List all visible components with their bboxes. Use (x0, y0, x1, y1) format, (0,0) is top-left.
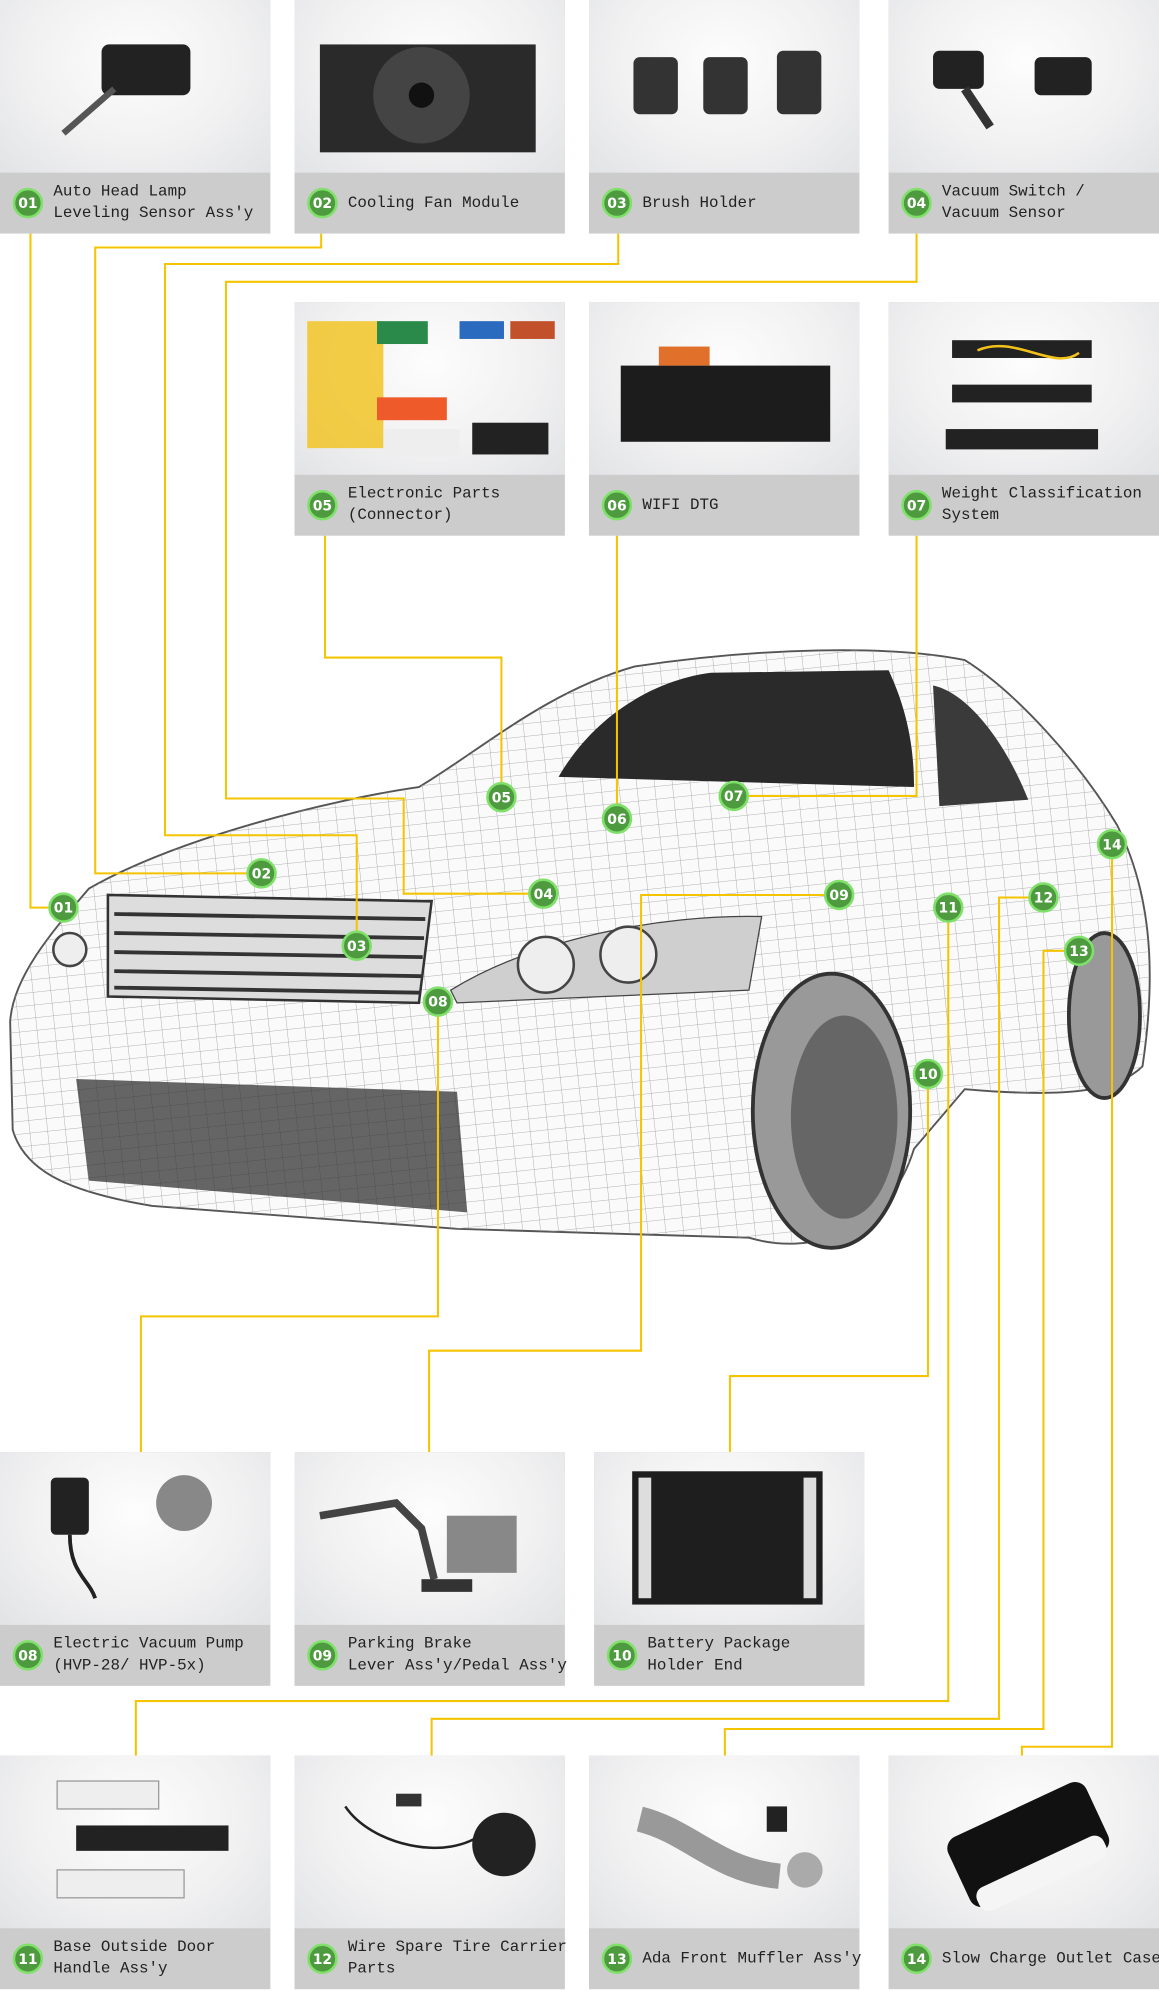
marker-10[interactable]: 10 (912, 1058, 944, 1090)
product-label: 14 Slow Charge Outlet Case (889, 1928, 1159, 1989)
product-card-01[interactable]: 01 Auto Head Lamp Leveling Sensor Ass'y (0, 0, 271, 234)
number-badge: 04 (901, 187, 932, 219)
product-image (594, 1452, 865, 1625)
product-card-07[interactable]: 07 Weight Classification System (888, 302, 1159, 536)
product-image (294, 1452, 565, 1625)
product-name: Cooling Fan Module (347, 193, 520, 212)
number-badge: 10 (606, 1640, 638, 1671)
car-wireframe (9, 649, 1151, 1250)
product-label: 09 Parking Brake Lever Ass'y/Pedal Ass'y (295, 1625, 567, 1686)
marker-01[interactable]: 01 (48, 892, 79, 923)
marker-04[interactable]: 04 (528, 878, 559, 909)
marker-08[interactable]: 08 (422, 986, 454, 1017)
number-badge: 03 (601, 187, 633, 219)
number-badge: 12 (307, 1943, 338, 1974)
product-image (589, 0, 860, 173)
product-card-08[interactable]: 08 Electric Vacuum Pump (HVP-28/ HVP-5x) (0, 1452, 271, 1686)
product-card-04[interactable]: 04 Vacuum Switch / Vacuum Sensor (888, 0, 1159, 234)
product-image (0, 1452, 271, 1625)
number-badge: 14 (901, 1943, 932, 1974)
product-card-02[interactable]: 02 Cooling Fan Module (294, 0, 565, 234)
product-image (294, 302, 565, 475)
product-label: 01 Auto Head Lamp Leveling Sensor Ass'y (0, 173, 270, 234)
product-image (0, 0, 271, 173)
product-name: Base Outside Door Handle Ass'y (53, 1938, 216, 1978)
marker-13[interactable]: 13 (1063, 935, 1095, 967)
product-label: 06 WIFI DTG (589, 475, 859, 536)
product-name: Brush Holder (642, 193, 757, 212)
product-name: Auto Head Lamp Leveling Sensor Ass'y (53, 182, 254, 223)
product-image (589, 302, 860, 475)
number-badge: 01 (12, 187, 44, 219)
product-image (294, 0, 565, 173)
product-label: 02 Cooling Fan Module (295, 173, 565, 234)
product-image (888, 1755, 1159, 1929)
marker-03[interactable]: 03 (341, 930, 372, 961)
marker-06[interactable]: 06 (601, 803, 633, 835)
product-name: Slow Charge Outlet Case (941, 1949, 1159, 1967)
product-label: 03 Brush Holder (589, 173, 859, 234)
marker-05[interactable]: 05 (486, 781, 517, 813)
product-name: Wire Spare Tire Carrier Parts (347, 1938, 567, 1978)
marker-02[interactable]: 02 (246, 858, 277, 889)
product-name: WIFI DTG (642, 495, 719, 514)
product-image (589, 1755, 860, 1929)
number-badge: 02 (307, 187, 338, 219)
product-label: 13 Ada Front Muffler Ass'y (589, 1928, 862, 1989)
product-card-10[interactable]: 10 Battery Package Holder End (594, 1452, 865, 1686)
number-badge: 13 (601, 1943, 633, 1974)
product-card-14[interactable]: 14 Slow Charge Outlet Case (888, 1755, 1159, 1990)
product-name: Parking Brake Lever Ass'y/Pedal Ass'y (347, 1635, 567, 1675)
product-card-05[interactable]: 05 Electronic Parts (Connector) (294, 302, 565, 536)
number-badge: 09 (307, 1640, 338, 1671)
marker-07[interactable]: 07 (718, 780, 749, 812)
product-label: 08 Electric Vacuum Pump (HVP-28/ HVP-5x) (0, 1625, 270, 1686)
product-label: 04 Vacuum Switch / Vacuum Sensor (889, 173, 1159, 234)
product-label: 12 Wire Spare Tire Carrier Parts (295, 1928, 567, 1989)
product-name: Battery Package Holder End (647, 1635, 791, 1675)
product-card-06[interactable]: 06 WIFI DTG (589, 302, 860, 536)
product-label: 10 Battery Package Holder End (594, 1625, 864, 1686)
marker-12[interactable]: 12 (1028, 882, 1059, 913)
product-name: Electric Vacuum Pump (HVP-28/ HVP-5x) (53, 1635, 244, 1675)
product-image (294, 1755, 565, 1929)
product-image (888, 302, 1159, 475)
product-name: Weight Classification System (941, 484, 1142, 525)
product-name: Electronic Parts (Connector) (347, 484, 501, 525)
product-label: 05 Electronic Parts (Connector) (295, 475, 565, 536)
product-image (0, 1755, 271, 1929)
product-card-03[interactable]: 03 Brush Holder (589, 0, 860, 234)
marker-14[interactable]: 14 (1096, 828, 1128, 860)
marker-11[interactable]: 11 (933, 892, 964, 923)
product-name: Ada Front Muffler Ass'y (642, 1949, 862, 1967)
product-card-11[interactable]: 11 Base Outside Door Handle Ass'y (0, 1755, 271, 1990)
number-badge: 11 (12, 1943, 44, 1974)
number-badge: 08 (12, 1640, 44, 1671)
product-label: 11 Base Outside Door Handle Ass'y (0, 1928, 270, 1989)
product-card-12[interactable]: 12 Wire Spare Tire Carrier Parts (294, 1755, 567, 1990)
number-badge: 05 (307, 490, 338, 521)
number-badge: 07 (901, 490, 932, 521)
product-name: Vacuum Switch / Vacuum Sensor (941, 182, 1085, 223)
product-label: 07 Weight Classification System (889, 475, 1159, 536)
number-badge: 06 (601, 490, 633, 521)
product-card-13[interactable]: 13 Ada Front Muffler Ass'y (589, 1755, 862, 1990)
product-card-09[interactable]: 09 Parking Brake Lever Ass'y/Pedal Ass'y (294, 1452, 567, 1686)
marker-09[interactable]: 09 (823, 879, 855, 911)
leader-lines (29, 233, 1114, 1756)
product-image (888, 0, 1159, 173)
